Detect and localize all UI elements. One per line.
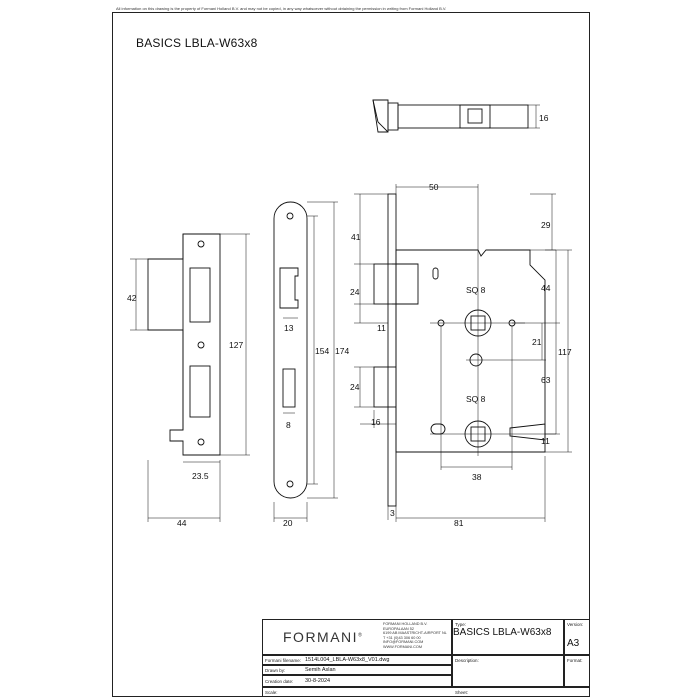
description-cell: Description: bbox=[452, 655, 564, 687]
dim-latch-height: 24 bbox=[350, 287, 360, 297]
logo-cell: FORMANI® FORMANI HOLLAND B.V. EUROPALAAN… bbox=[262, 619, 452, 655]
dim-latch-height-top: 41 bbox=[351, 232, 361, 242]
type-value: BASICS LBLA-W63x8 bbox=[453, 627, 552, 638]
dim-centre-distance: 63 bbox=[541, 375, 551, 385]
scale-sheet-row: Scale: Sheet: bbox=[262, 687, 590, 697]
dim-strike-depth: 23.5 bbox=[192, 471, 209, 481]
dim-bolt-height: 24 bbox=[350, 382, 360, 392]
label-sq-lower: SQ 8 bbox=[466, 394, 486, 404]
type-cell: Type: bbox=[452, 619, 564, 655]
dim-forend-inner-height: 154 bbox=[315, 346, 329, 356]
lock-body: 50 29 41 24 11 SQ 8 SQ 8 44 21 bbox=[350, 182, 572, 528]
drawn-by-value: Semih Aslan bbox=[305, 667, 336, 673]
dim-key-width: 38 bbox=[472, 472, 482, 482]
creation-date-row: Creation date: 30-8-2024 bbox=[262, 675, 452, 687]
dim-key-offset: 21 bbox=[532, 337, 542, 347]
label-sq-upper: SQ 8 bbox=[466, 285, 486, 295]
filename-row: Formani filename: 1514L004_LBLA-W63x8_V0… bbox=[262, 655, 452, 665]
copyright-notice: All information on this drawing is the p… bbox=[116, 6, 447, 11]
drawing-title: BASICS LBLA-W63x8 bbox=[136, 36, 258, 50]
dim-backset: 50 bbox=[429, 182, 439, 192]
dim-latch-gap: 11 bbox=[377, 323, 386, 333]
dim-forend-thickness: 3 bbox=[390, 508, 395, 518]
dim-case-depth: 81 bbox=[454, 518, 464, 528]
filename-value: 1514L004_LBLA-W63x8_V01.dwg bbox=[305, 657, 390, 663]
dim-top-offset: 29 bbox=[541, 220, 551, 230]
strike-plate: 42 127 23.5 44 bbox=[127, 233, 250, 528]
version-cell: Version: bbox=[564, 619, 590, 655]
company-address: FORMANI HOLLAND B.V. EUROPALAAN 52 6199 … bbox=[383, 622, 447, 649]
drawn-by-row: Drawn by: Semih Aslan bbox=[262, 665, 452, 675]
dim-top-view-depth: 16 bbox=[539, 113, 549, 123]
dim-strike-height: 127 bbox=[229, 340, 243, 350]
format-cell: Format: bbox=[564, 655, 590, 687]
dim-forend-inner-width: 13 bbox=[284, 323, 294, 333]
formani-logo: FORMANI® bbox=[283, 629, 364, 645]
title-block: FORMANI® FORMANI HOLLAND B.V. EUROPALAAN… bbox=[262, 619, 590, 697]
dim-strike-width: 44 bbox=[177, 518, 187, 528]
dim-forend-width: 20 bbox=[283, 518, 293, 528]
dim-forend-slot-width: 8 bbox=[286, 420, 291, 430]
dim-bottom-offset: 11 bbox=[541, 436, 550, 446]
dim-case-height: 117 bbox=[558, 347, 572, 357]
dim-forend-height: 174 bbox=[335, 346, 349, 356]
creation-date-value: 30-8-2024 bbox=[305, 678, 331, 684]
top-view: 16 bbox=[372, 99, 549, 133]
forend: 13 8 154 174 20 bbox=[273, 201, 349, 528]
format-value: A3 bbox=[567, 638, 580, 649]
dim-follower-to-keyhole: 44 bbox=[541, 283, 551, 293]
dim-strike-inner: 42 bbox=[127, 293, 137, 303]
dim-bolt-depth: 16 bbox=[371, 417, 381, 427]
